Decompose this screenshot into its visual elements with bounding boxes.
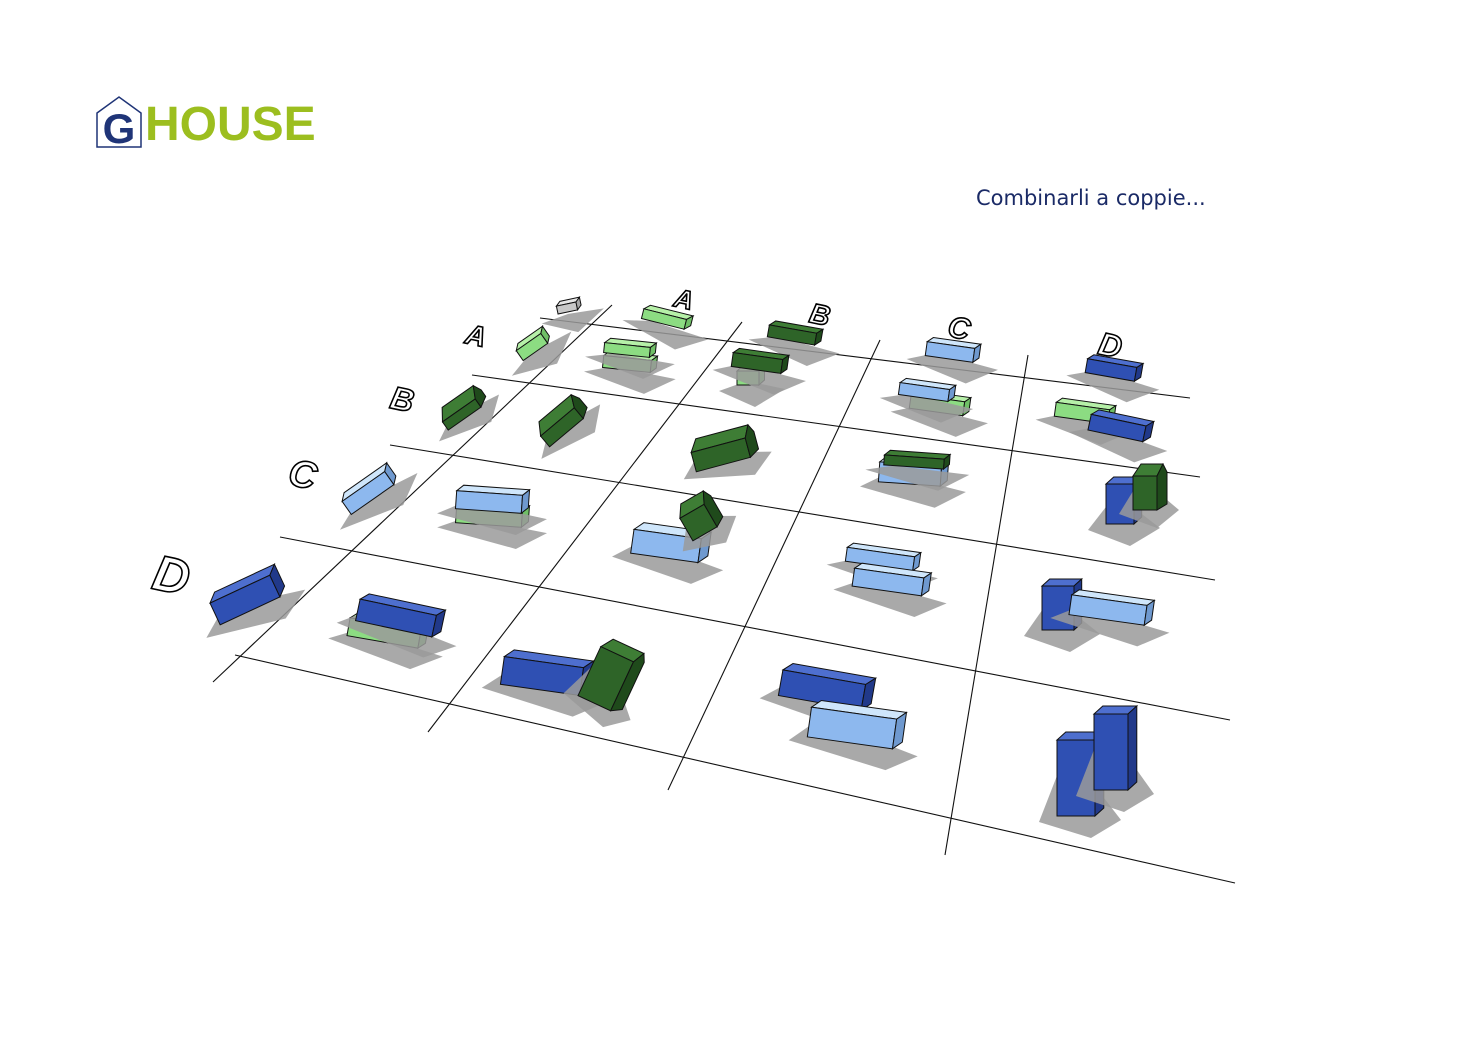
cell-D-D-upper bbox=[1076, 704, 1154, 812]
cell-B-A bbox=[538, 393, 601, 459]
row-label-C: C bbox=[285, 452, 321, 499]
matrix-blocks bbox=[206, 295, 1179, 838]
row-header-block-A bbox=[511, 325, 572, 376]
col-header-block-D bbox=[1066, 354, 1160, 403]
row-label-B: B bbox=[387, 379, 417, 419]
origin-block bbox=[541, 295, 604, 333]
house-icon: G bbox=[96, 96, 142, 151]
cell-C-A-upper bbox=[437, 484, 547, 535]
cell-D-B-lower bbox=[481, 649, 605, 717]
column-label-C: C bbox=[945, 310, 974, 347]
tagline: Combinarli a coppie... bbox=[976, 186, 1206, 210]
row-header-block-D bbox=[206, 562, 306, 638]
cell-D-C-upper bbox=[788, 699, 918, 771]
row-label-D: D bbox=[148, 544, 195, 606]
cell-D-A-upper bbox=[336, 593, 457, 658]
col-header-block-A bbox=[622, 304, 709, 350]
cell-A-C-upper bbox=[879, 377, 974, 423]
cell-A-B-upper bbox=[712, 347, 806, 395]
col-header-block-C bbox=[906, 337, 998, 384]
row-header-block-C bbox=[339, 461, 418, 530]
cell-B-D-upper bbox=[1119, 462, 1179, 528]
logo-letter: G bbox=[103, 105, 136, 151]
cell-D-B-upper bbox=[563, 638, 645, 728]
cell-B-B bbox=[683, 423, 772, 480]
cell-A-A-upper bbox=[585, 337, 675, 379]
logo-word: HOUSE bbox=[145, 98, 316, 151]
cell-C-C-upper bbox=[833, 562, 947, 618]
row-label-A: A bbox=[462, 318, 489, 353]
column-label-A: A bbox=[671, 282, 697, 315]
cell-B-C-upper bbox=[865, 449, 970, 491]
cell-C-D-upper bbox=[1050, 589, 1170, 647]
column-label-B: B bbox=[807, 297, 833, 332]
cell-A-D-upper bbox=[1069, 409, 1168, 463]
cell-C-B-upper bbox=[679, 489, 737, 552]
row-header-block-B bbox=[439, 384, 499, 442]
col-header-block-B bbox=[748, 320, 840, 367]
